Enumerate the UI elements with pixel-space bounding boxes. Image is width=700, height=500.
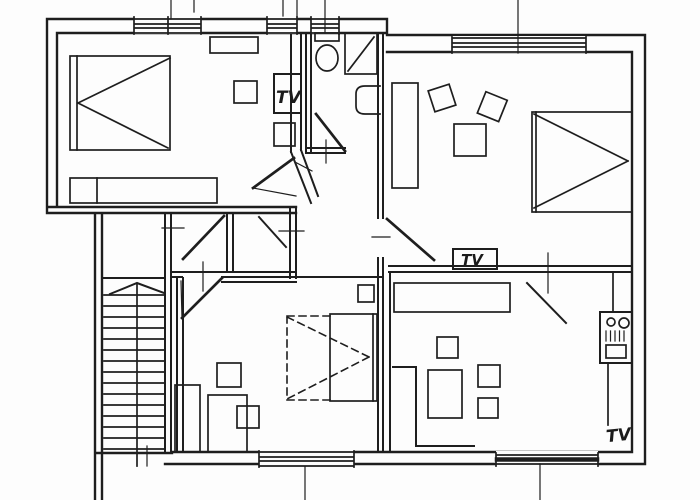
wash-basin-icon — [355, 85, 381, 115]
chair-icon — [477, 364, 501, 388]
wardrobe-icon — [391, 82, 419, 189]
tv-set-icon — [452, 248, 498, 270]
window-blank — [259, 449, 354, 468]
room-bottom-right: TV — [392, 252, 634, 448]
chair-icon — [436, 336, 459, 359]
shower-diagonal — [346, 35, 376, 73]
room-door-leaf-icon — [180, 276, 224, 320]
fold-out-bed-dashed — [285, 315, 371, 401]
bedroom-door-leaf-icon — [251, 156, 296, 190]
room-top-right: TV — [371, 82, 633, 270]
desk — [174, 384, 201, 453]
room-door-leaf-icon — [385, 217, 436, 262]
bedroom-door-swing — [252, 161, 313, 197]
room-bottom-center — [161, 214, 378, 453]
bedroom-top-left: TV — [69, 36, 313, 204]
window-hatch — [133, 16, 202, 35]
cupboard — [207, 394, 248, 453]
sofa-icon — [392, 366, 475, 447]
closet-door-leaf-icon — [257, 215, 288, 249]
chair-icon — [477, 397, 499, 419]
chair-icon — [476, 90, 509, 123]
window-hatch — [495, 452, 599, 467]
shelf — [209, 36, 259, 54]
window-top-middle-a — [266, 16, 298, 35]
window-hatch — [266, 16, 298, 35]
window-top-left — [133, 16, 202, 35]
tv-set-icon — [273, 73, 302, 114]
oven — [605, 344, 627, 359]
bed-chevron — [76, 56, 172, 150]
burner-icon — [606, 317, 616, 327]
closet-door-ticks — [161, 227, 305, 232]
dimension-lines — [170, 0, 541, 500]
single-bed-icon — [531, 111, 633, 213]
window-blank — [267, 16, 297, 34]
room-door-leaf-icon — [525, 281, 568, 325]
chair-icon — [427, 83, 457, 113]
grill-lines — [605, 330, 625, 342]
window-bottom-left — [258, 449, 355, 468]
stair-direction-arrow-icon — [108, 281, 166, 296]
tv-label: TV — [461, 251, 484, 269]
window-bottom-right — [494, 451, 600, 467]
bathroom-door-swing-icon — [314, 112, 347, 153]
toilet-cistern — [314, 32, 340, 42]
shower-icon — [344, 32, 378, 75]
burner-icon — [618, 317, 630, 329]
room-door-swing — [180, 261, 204, 319]
tv-label: TV — [276, 88, 303, 108]
table-icon — [427, 369, 463, 419]
side-table — [273, 122, 296, 147]
stair-steps — [103, 294, 165, 450]
sideboard — [393, 282, 511, 313]
double-bed-icon — [69, 55, 171, 151]
sideboard — [69, 177, 218, 204]
dimension-line-marks — [170, 0, 541, 500]
fold-out-bed-icon — [329, 313, 378, 402]
window-hatch — [258, 450, 355, 468]
side-table — [357, 284, 375, 303]
window-hatch — [451, 36, 587, 54]
stove-kitchenette-icon — [599, 311, 633, 364]
chair-icon — [216, 362, 242, 388]
window-blank — [452, 36, 586, 53]
tv-label: TV — [605, 425, 634, 448]
chair-icon — [233, 80, 258, 104]
window-top-right — [451, 36, 587, 54]
toilet-icon — [315, 44, 339, 72]
stool — [236, 405, 260, 429]
bed-chevron — [532, 112, 630, 210]
staircase — [103, 281, 166, 467]
bathroom — [314, 32, 381, 164]
table-icon — [453, 123, 487, 157]
closet-door-leaf-icon — [181, 214, 226, 261]
